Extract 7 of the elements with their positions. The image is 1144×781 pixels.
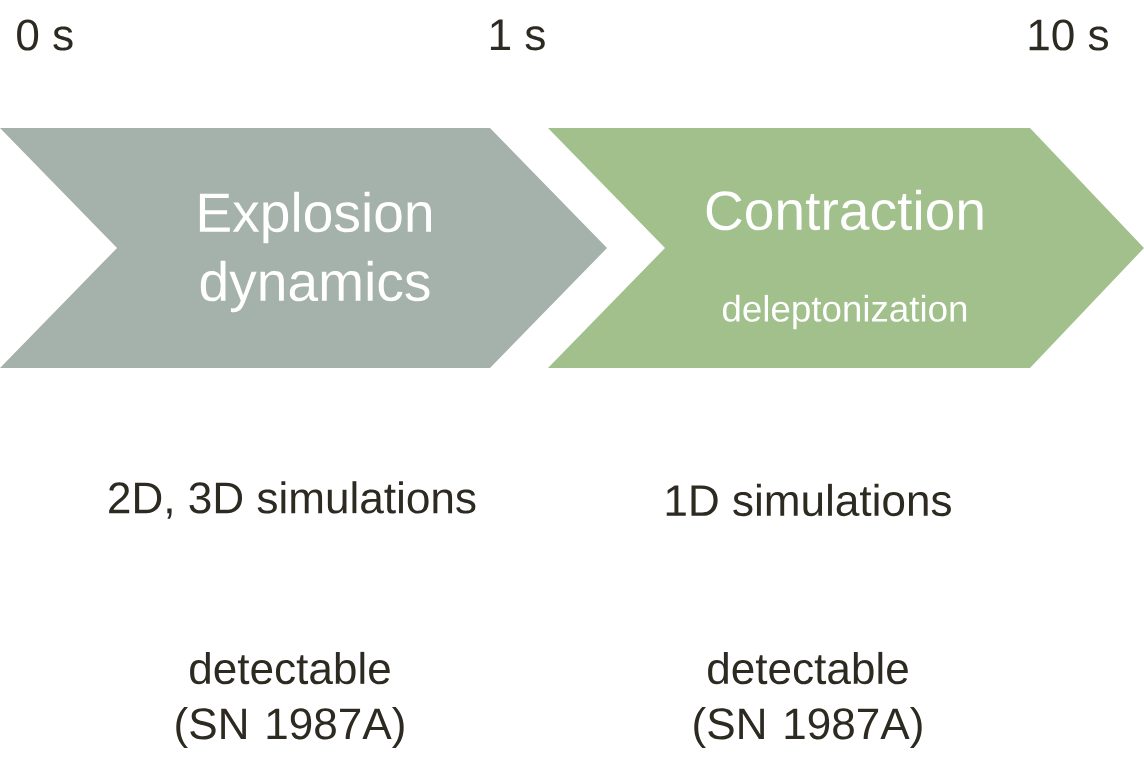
time-label: 1 s	[490, 19, 545, 51]
time-label: 0 s	[17, 19, 73, 51]
caption-text: 2D, 3D simulations	[109, 481, 476, 519]
caption-text: 1D simulations	[666, 483, 951, 517]
caption-text: detectable (SN 1987A)	[694, 651, 922, 749]
caption-text: detectable (SN 1987A)	[176, 651, 404, 749]
time-label: 10 s	[1029, 19, 1108, 51]
